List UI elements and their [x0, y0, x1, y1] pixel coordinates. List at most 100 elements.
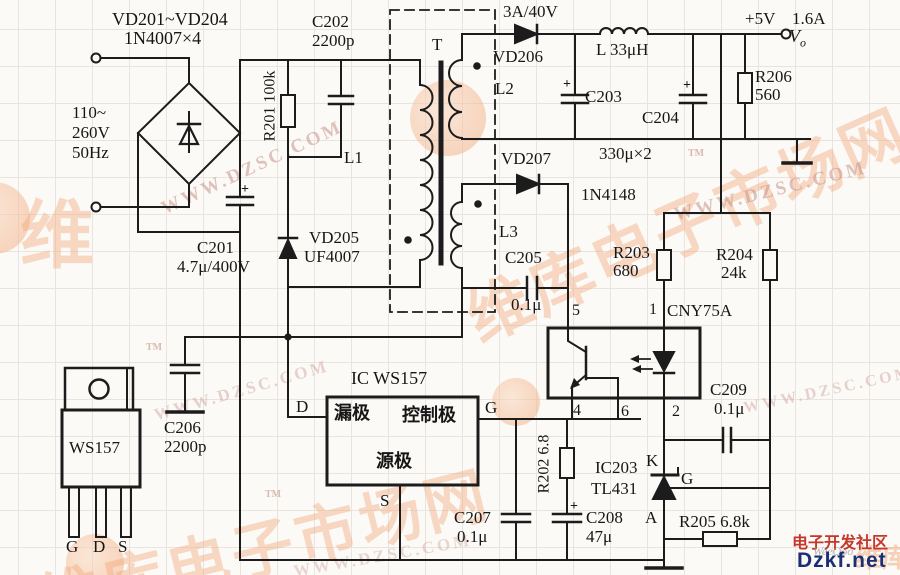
label-l2: L2	[495, 79, 514, 98]
cap-c201-plates	[225, 195, 255, 207]
pkg-leg-g	[68, 486, 80, 538]
pkg-tab	[63, 366, 135, 412]
watermark-tm: TM	[146, 342, 163, 353]
opto-light-arrowhead	[630, 355, 639, 363]
vo-sub: o	[800, 35, 806, 50]
pin-6: 6	[621, 403, 629, 420]
pin-s: S	[380, 491, 390, 510]
watermark-tm: TM	[265, 489, 282, 500]
cap-c209-plates	[721, 426, 733, 454]
label-ac-voltage-1: 110~	[72, 103, 107, 122]
watermark-logo-circle	[66, 534, 124, 575]
cap-c202-plates	[327, 94, 355, 106]
pin-k: K	[646, 451, 659, 470]
phase-dot-l3	[474, 200, 482, 208]
label-vo-symbol: Vo	[789, 27, 806, 49]
pkg-hole	[88, 378, 110, 400]
pkg-pin-d: D	[93, 537, 106, 556]
ac-terminal-top	[90, 52, 102, 64]
footer-weeqoo: WeeQoo	[813, 544, 854, 558]
plus-c203: +	[563, 77, 571, 92]
resistor-r202-body	[559, 447, 575, 479]
label-vd207: VD207	[501, 149, 552, 168]
ic-cell-drain: 漏极	[334, 403, 370, 424]
label-l3: L3	[499, 222, 518, 241]
opto-light-arrowhead	[632, 365, 641, 373]
pin-d: D	[296, 397, 309, 416]
value-r203: 680	[613, 261, 639, 280]
value-c205: 0.1μ	[511, 295, 542, 314]
junction-dot-drain	[284, 333, 292, 341]
label-c205: C205	[505, 248, 542, 267]
resistor-r201-body	[280, 94, 296, 128]
cap-c204-plates	[678, 93, 708, 105]
cap-c206-plates	[169, 363, 201, 375]
label-optocoupler: CNY75A	[667, 301, 733, 320]
resistor-r203-body	[656, 249, 672, 281]
label-c203: C203	[585, 87, 622, 106]
cap-c205-plates	[525, 275, 539, 301]
opto-led-triangle	[652, 351, 676, 374]
winding-l3	[450, 200, 464, 270]
label-output-current: 1.6A	[792, 9, 826, 28]
tl431-triangle	[651, 474, 677, 500]
diode-vd205-triangle	[278, 237, 298, 259]
pin-g: G	[485, 398, 498, 417]
label-r205: R205 6.8k	[679, 512, 750, 531]
winding-l2	[448, 58, 464, 140]
pkg-pin-s: S	[118, 537, 128, 556]
pin-1: 1	[649, 301, 657, 318]
value-c206: 2200p	[164, 437, 207, 456]
ac-terminal-bottom	[90, 201, 102, 213]
label-c208: C208	[586, 508, 623, 527]
label-r203: R203	[613, 243, 650, 262]
label-r202: R202 6.8	[535, 434, 553, 494]
opto-emitter-arrowhead	[570, 378, 580, 389]
value-c207: 0.1μ	[457, 527, 488, 546]
value-c202: 2200p	[312, 31, 355, 50]
pin-5: 5	[572, 302, 580, 319]
watermark-char: 维	[20, 193, 94, 279]
output-terminal	[780, 28, 792, 40]
primary-wires	[100, 57, 463, 561]
resistor-r205-body	[702, 531, 738, 547]
value-c208: 47μ	[586, 527, 613, 546]
label-r204: R204	[716, 245, 753, 264]
cap-c203-plates	[560, 93, 590, 105]
label-vd206: VD206	[493, 47, 544, 66]
label-c207: C207	[454, 508, 491, 527]
resistor-r204-body	[762, 249, 778, 281]
pkg-pin-g: G	[66, 537, 79, 556]
label-l-out: L 33μH	[596, 40, 649, 59]
winding-l1-primary	[418, 83, 434, 262]
value-vd205: UF4007	[304, 247, 360, 266]
label-pkg-ws157: WS157	[69, 438, 120, 457]
label-vd205: VD205	[309, 228, 360, 247]
pin-2: 2	[672, 403, 680, 420]
inductor-l-out	[598, 27, 650, 36]
label-vd206-rating: 3A/40V	[503, 2, 558, 21]
label-l1: L1	[344, 148, 363, 167]
label-r206: R206	[755, 67, 792, 86]
label-tl431: TL431	[591, 479, 638, 498]
footer-site-url: Dzkf.net	[797, 549, 887, 572]
pkg-leg-d	[95, 486, 107, 538]
ic-ws157-box	[325, 395, 480, 487]
pkg-leg-s	[120, 486, 132, 538]
diode-vd207-triangle	[516, 173, 542, 195]
value-c203-c204: 330μ×2	[599, 144, 652, 163]
cap-c207-plates	[500, 512, 532, 524]
footer-site-name: 电子开发社区	[792, 533, 889, 552]
label-transformer: T	[432, 35, 443, 54]
label-c204: C204	[642, 108, 679, 127]
label-ac-voltage-3: 50Hz	[72, 143, 109, 162]
vo-v: V	[789, 26, 800, 46]
label-ic203: IC203	[595, 458, 638, 477]
watermark-tm: TM	[688, 148, 705, 159]
label-ic-ws157: IC WS157	[351, 368, 428, 388]
pin-4: 4	[573, 402, 581, 419]
value-c201: 4.7μ/400V	[177, 257, 250, 276]
watermark-corner-chars: 维库	[856, 544, 900, 574]
optocoupler-box	[546, 326, 702, 400]
